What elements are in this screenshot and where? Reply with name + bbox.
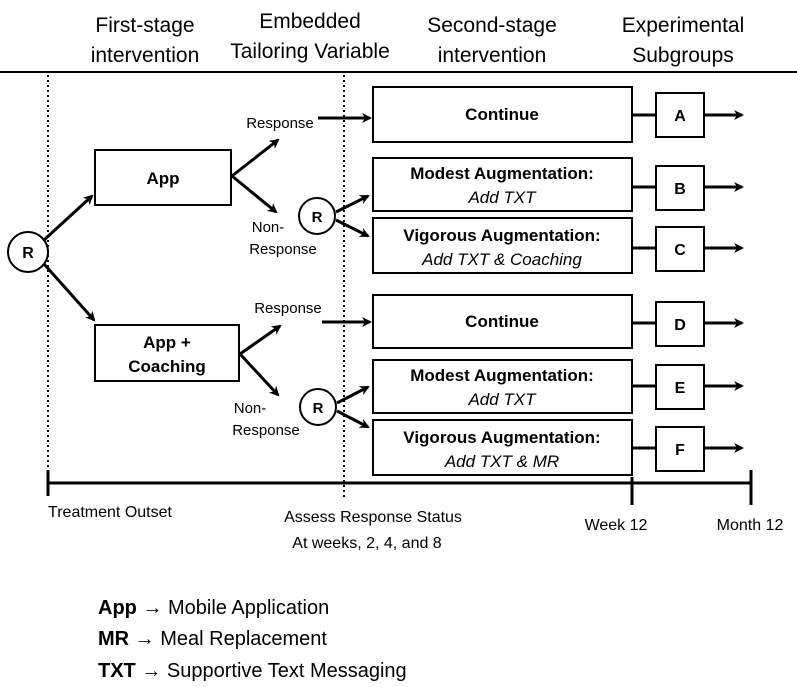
subgroup-box-d [655, 301, 705, 347]
subgroup-box-f [655, 426, 705, 472]
box-vigorous-app-coaching-title: Vigorous Augmentation: [403, 428, 600, 447]
label-nonresponse-app-line1: Non- [252, 219, 285, 236]
timeline-label-month12: Month 12 [717, 517, 784, 534]
arrow-r-to-app [42, 194, 94, 242]
right-arrow-icon: → [134, 628, 155, 650]
label-response-app: Response [246, 115, 314, 132]
arrow-app-coaching-response [239, 324, 282, 356]
header-tailoring-line2: Tailoring Variable [230, 40, 390, 63]
label-nonresponse-app-coaching-line1: Non- [234, 400, 267, 417]
subgroup-label-c: C [674, 242, 686, 259]
legend-term-app: App [98, 597, 137, 619]
label-response-app-coaching: Response [254, 300, 322, 317]
legend-definition-app: Mobile Application [168, 597, 330, 619]
box-modest-app-coaching-detail: Add TXT [467, 390, 537, 409]
box-continue-app-coaching-label: Continue [465, 312, 539, 331]
box-vigorous-app-title: Vigorous Augmentation: [403, 226, 600, 245]
box-vigorous-app-coaching [372, 419, 633, 476]
box-modest-app-coaching-title: Modest Augmentation: [410, 366, 594, 385]
arrow-r-to-modest-app [335, 194, 370, 214]
subgroup-box-b [655, 165, 705, 211]
box-continue-app-label: Continue [465, 105, 539, 124]
header-subgroups-line1: Experimental [622, 14, 745, 37]
legend-row-mr: MR → Meal Replacement [98, 627, 327, 651]
randomization-label-app-coaching: R [313, 400, 324, 417]
header-first-stage-line1: First-stage [95, 14, 194, 37]
randomization-label-app: R [312, 209, 323, 226]
box-modest-app-coaching [372, 359, 633, 414]
box-vigorous-app-detail: Add TXT & Coaching [421, 250, 582, 269]
arrow-r-to-vigorous-app [335, 218, 370, 238]
header-second-stage-line2: intervention [438, 44, 547, 67]
subgroup-box-c [655, 226, 705, 272]
arrow-r-to-modest-app-coaching [336, 385, 370, 405]
legend-definition-txt: Supportive Text Messaging [166, 660, 407, 682]
label-nonresponse-app-line2: Response [249, 241, 317, 258]
subgroup-label-a: A [674, 108, 686, 125]
box-app-label: App [146, 169, 179, 188]
legend-row-app: App → Mobile Application [98, 596, 329, 620]
subgroup-label-b: B [674, 181, 686, 198]
legend-row-txt: TXT → Supportive Text Messaging [98, 659, 407, 683]
header-subgroups-line2: Subgroups [632, 44, 734, 67]
box-app-coaching-label-line1: App + [143, 333, 191, 352]
subgroup-label-d: D [674, 317, 686, 334]
box-vigorous-app-coaching-detail: Add TXT & MR [444, 452, 559, 471]
box-app-coaching [94, 324, 240, 382]
timeline-label-treatment-outset: Treatment Outset [48, 504, 172, 521]
randomization-node-app-coaching-nonresponse [299, 388, 337, 426]
legend-definition-mr: Meal Replacement [160, 628, 327, 650]
box-app-coaching-label-line2: Coaching [128, 357, 205, 376]
timeline-label-week12: Week 12 [585, 517, 648, 534]
box-modest-app-title: Modest Augmentation: [410, 164, 594, 183]
right-arrow-icon: → [142, 597, 163, 619]
legend-term-txt: TXT [98, 660, 136, 682]
subgroup-label-f: F [675, 442, 685, 459]
timeline-label-assess-line2: At weeks, 2, 4, and 8 [292, 535, 442, 552]
timeline-label-assess-line1: Assess Response Status [284, 509, 462, 526]
subgroup-box-e [655, 364, 705, 410]
label-nonresponse-app-coaching-line2: Response [232, 422, 300, 439]
arrow-r-to-vigorous-app-coaching [336, 409, 370, 429]
arrow-app-nonresponse [231, 174, 278, 214]
subgroup-label-e: E [675, 380, 686, 397]
randomization-label-initial: R [22, 245, 34, 262]
box-vigorous-app [372, 217, 633, 274]
randomization-node-app-nonresponse [298, 197, 336, 235]
box-modest-app-detail: Add TXT [467, 188, 537, 207]
legend-term-mr: MR [98, 628, 130, 650]
box-continue-app-coaching [372, 294, 633, 349]
box-modest-app [372, 157, 633, 212]
header-second-stage-line1: Second-stage [427, 14, 557, 37]
arrow-app-response [231, 138, 280, 178]
box-app [94, 149, 232, 206]
right-arrow-icon: → [141, 660, 162, 682]
arrow-r-to-app-coaching [42, 263, 96, 322]
randomization-node-initial [7, 231, 49, 273]
header-first-stage-line2: intervention [91, 44, 200, 67]
header-tailoring-line1: Embedded [259, 10, 361, 33]
arrow-app-coaching-nonresponse [238, 352, 280, 397]
